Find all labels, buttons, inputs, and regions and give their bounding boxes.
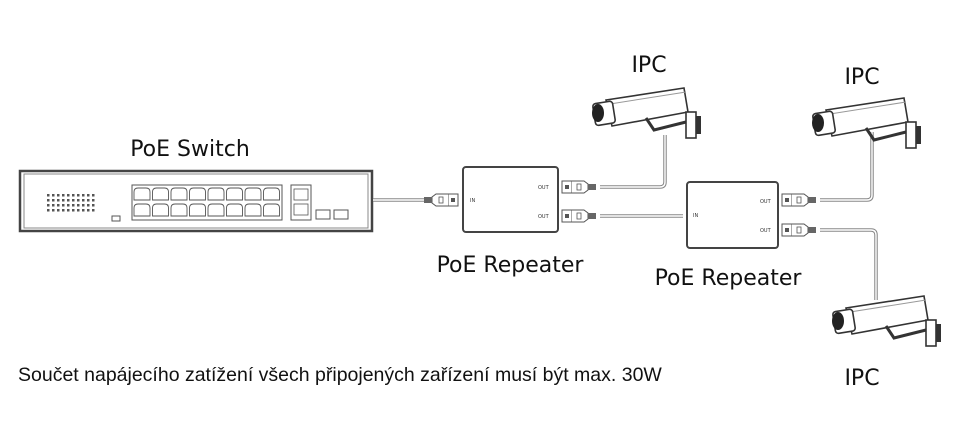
- cables: [373, 132, 878, 300]
- ethernet-ports: [131, 184, 283, 221]
- poe-switch-label: PoE Switch: [130, 137, 250, 162]
- ethernet-port: [226, 187, 243, 201]
- out-port-label: OUT: [538, 185, 550, 191]
- vent-grille: [47, 194, 95, 212]
- rj45-connector: [561, 180, 597, 194]
- poe-repeater-1: IN OUT OUT PoE Repeater: [437, 166, 585, 278]
- ipc-label: IPC: [631, 53, 666, 78]
- rj45-connector: [423, 193, 459, 207]
- in-port-label: IN: [470, 198, 475, 204]
- ethernet-port: [226, 203, 243, 217]
- ethernet-port: [189, 203, 206, 217]
- power-limit-note: Součet napájecího zatížení všech připoje…: [18, 364, 662, 386]
- out-port-label: OUT: [760, 199, 772, 205]
- poe-repeater-label: PoE Repeater: [655, 266, 803, 291]
- ethernet-port: [152, 203, 169, 217]
- sfp-port: [333, 209, 349, 220]
- poe-repeater-2: IN OUT OUT PoE Repeater: [655, 181, 803, 291]
- camera-icon: [590, 86, 703, 140]
- poe-repeater-label: PoE Repeater: [437, 253, 585, 278]
- camera-icon: [810, 96, 923, 150]
- ethernet-port: [152, 187, 169, 201]
- ethernet-port: [263, 203, 280, 217]
- ethernet-port: [170, 187, 188, 201]
- rj45-connector: [781, 223, 817, 237]
- ethernet-port: [170, 203, 188, 217]
- sfp-port: [315, 209, 331, 220]
- ipc-label: IPC: [844, 366, 879, 391]
- ip-camera-2: IPC: [810, 65, 923, 150]
- ethernet-port: [207, 203, 225, 217]
- ip-camera-1: IPC: [590, 53, 703, 140]
- ethernet-port: [244, 187, 262, 201]
- status-led: [111, 215, 121, 222]
- camera-icon: [830, 294, 943, 348]
- rj45-connector: [781, 193, 817, 207]
- poe-switch: PoE Switch: [18, 137, 374, 233]
- ethernet-port: [263, 187, 280, 201]
- in-port-label: IN: [693, 213, 698, 219]
- ethernet-port: [133, 203, 151, 217]
- rj45-connector: [561, 209, 597, 223]
- ethernet-port: [207, 187, 225, 201]
- out-port-label: OUT: [538, 214, 550, 220]
- ethernet-port: [189, 187, 206, 201]
- out-port-label: OUT: [760, 228, 772, 234]
- ethernet-port: [244, 203, 262, 217]
- ethernet-port: [133, 187, 151, 201]
- ipc-label: IPC: [844, 65, 879, 90]
- ip-camera-3: IPC: [830, 294, 943, 391]
